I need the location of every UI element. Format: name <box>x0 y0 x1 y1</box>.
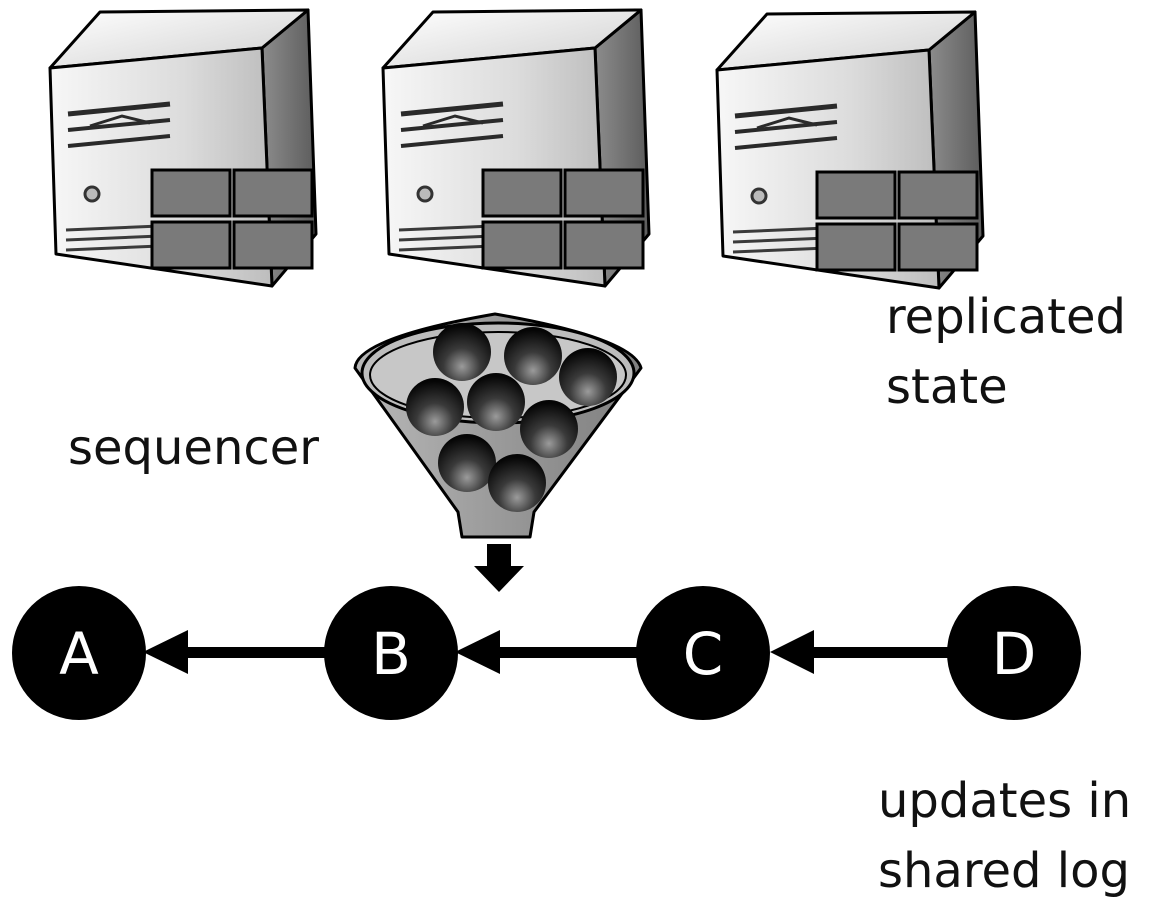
log-node-d: D <box>947 586 1081 720</box>
sequencer-ball-icon <box>488 454 546 512</box>
sequencer-ball-icon <box>559 348 617 406</box>
log-node-a: A <box>12 586 146 720</box>
log-node-label: C <box>683 620 724 688</box>
sequencer-ball-icon <box>438 434 496 492</box>
log-connector-c-b <box>455 630 640 674</box>
sequencer-balls <box>406 323 617 512</box>
sequencer-ball-icon <box>467 373 525 431</box>
log-node-c: C <box>636 586 770 720</box>
replicated-state-line-2: state <box>886 358 1008 415</box>
log-node-b: B <box>324 586 458 720</box>
sequencer-ball-icon <box>504 327 562 385</box>
shared-log-line-2: shared log <box>878 842 1130 899</box>
arrow-left-icon <box>770 630 814 674</box>
replicated-state-label: replicated state <box>886 283 1126 422</box>
shared-log-label: updates in shared log <box>878 767 1131 906</box>
log-node-label: A <box>59 620 99 688</box>
arrow-down-icon <box>474 544 524 592</box>
arrow-left-icon <box>143 630 188 674</box>
log-connector-b-a <box>143 630 330 674</box>
sequencer-ball-icon <box>433 323 491 381</box>
replicated-state-line-1: replicated <box>886 289 1126 345</box>
arrow-left-icon <box>455 630 500 674</box>
log-node-label: D <box>992 620 1037 688</box>
sequencer-label: sequencer <box>68 420 320 476</box>
shared-log-line-1: updates in <box>878 773 1132 829</box>
log-connector-d-c <box>770 630 952 674</box>
sequencer-ball-icon <box>520 400 578 458</box>
log-node-label: B <box>371 620 411 688</box>
sequencer-ball-icon <box>406 378 464 436</box>
